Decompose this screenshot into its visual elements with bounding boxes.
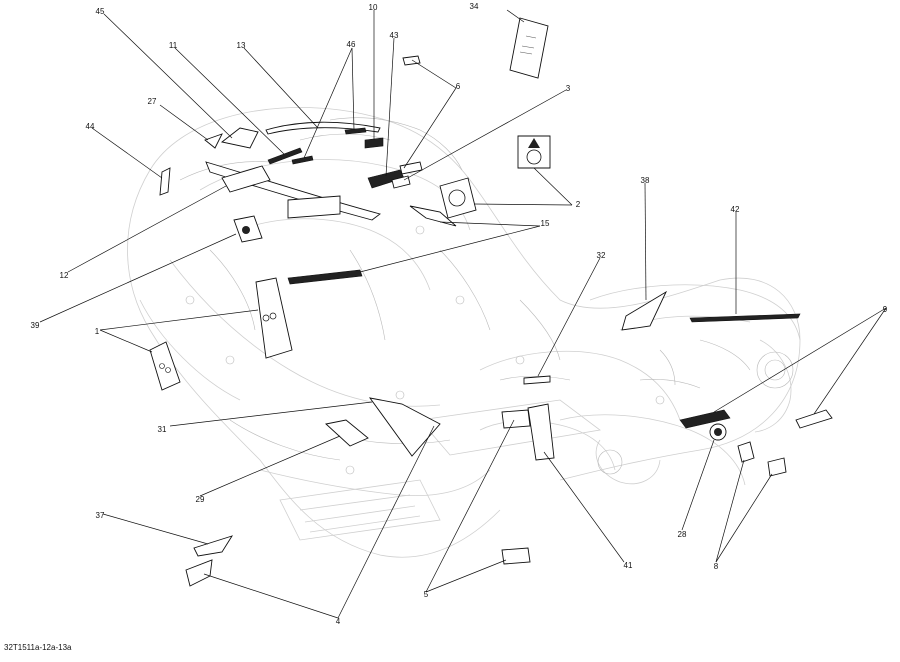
callout-37: 37 xyxy=(96,511,105,520)
callout-32: 32 xyxy=(597,251,606,260)
callout-41: 41 xyxy=(624,561,633,570)
decal-11-bar xyxy=(267,147,303,165)
decal-27-strip xyxy=(204,133,223,149)
callout-29: 29 xyxy=(196,495,205,504)
decal-15-strip xyxy=(409,205,457,227)
decal-37-panel xyxy=(193,535,234,557)
decal-8a xyxy=(737,441,755,463)
callout-12: 12 xyxy=(60,271,69,280)
decal-1-lower-panel xyxy=(149,341,181,391)
decal-9b xyxy=(795,409,833,429)
callout-43: 43 xyxy=(390,31,399,40)
callout-44: 44 xyxy=(86,122,95,131)
decal-46a xyxy=(291,155,314,165)
decal-29-panel xyxy=(325,419,369,447)
decal-4-panel xyxy=(185,559,213,587)
callout-6: 6 xyxy=(456,82,461,91)
decal-34-warning-sheet xyxy=(509,17,549,79)
decal-38-rear-panel xyxy=(621,290,668,331)
callout-3: 3 xyxy=(566,84,571,93)
callout-8: 8 xyxy=(714,562,719,571)
callout-27: 27 xyxy=(148,97,157,106)
callout-11: 11 xyxy=(169,41,178,50)
decal-42-rear-stripe xyxy=(689,313,801,323)
decal-8b xyxy=(767,457,787,477)
decal-45-side-stripe xyxy=(220,127,259,149)
callout-42: 42 xyxy=(731,205,740,214)
decal-41-plate xyxy=(527,403,555,461)
decal-46b xyxy=(344,127,367,135)
callout-2: 2 xyxy=(576,200,581,209)
decal-32-plate xyxy=(523,375,551,385)
decal-9a xyxy=(679,409,731,429)
callout-39: 39 xyxy=(31,321,40,330)
callout-10: 10 xyxy=(369,3,378,12)
callout-5: 5 xyxy=(424,590,429,599)
callout-45: 45 xyxy=(96,7,105,16)
callout-15: 15 xyxy=(541,219,550,228)
leader-lines xyxy=(39,9,887,619)
document-code: 32T1511a-12a-13a xyxy=(4,643,72,652)
decal-5-plate xyxy=(501,409,531,429)
callout-1: 1 xyxy=(95,327,100,336)
decal-44 xyxy=(159,167,171,196)
decal-13-stripe xyxy=(265,121,381,135)
callout-4: 4 xyxy=(336,617,341,626)
decal-15-lower-strip xyxy=(287,269,363,285)
callout-9: 9 xyxy=(883,305,888,314)
decal-parts xyxy=(149,17,833,587)
decal-10-block xyxy=(364,137,384,149)
decal-5-lower-plate xyxy=(501,547,531,565)
callout-13: 13 xyxy=(237,41,246,50)
callout-38: 38 xyxy=(641,176,650,185)
callout-46: 46 xyxy=(347,40,356,49)
callout-31: 31 xyxy=(158,425,167,434)
callout-34: 34 xyxy=(470,2,479,11)
decal-31-knee-panel xyxy=(368,397,441,457)
callout-28: 28 xyxy=(678,530,687,539)
